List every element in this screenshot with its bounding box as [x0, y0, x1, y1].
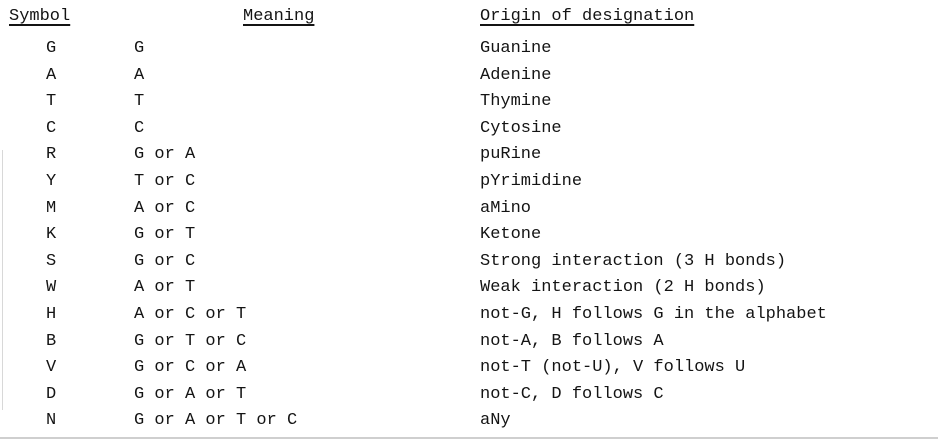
table-row: Y T or C pYrimidine [0, 169, 938, 196]
table-row: N G or A or T or C aNy [0, 408, 938, 435]
column-header-meaning: Meaning [243, 7, 315, 26]
symbol-cell: R [46, 145, 57, 165]
symbol-cell: B [46, 331, 57, 351]
table-row: K G or T Ketone [0, 222, 938, 249]
origin-cell: aNy [480, 411, 511, 431]
table-row: R G or A puRine [0, 142, 938, 169]
column-header-symbol: Symbol [9, 7, 71, 26]
table-row: D G or A or T not-C, D follows C [0, 382, 938, 409]
meaning-cell: G or A or T [134, 384, 247, 404]
origin-cell: Weak interaction (2 H bonds) [480, 278, 766, 298]
table-row: M A or C aMino [0, 196, 938, 223]
symbol-cell: Y [46, 171, 57, 191]
symbol-cell: W [46, 278, 57, 298]
symbol-cell: M [46, 198, 57, 218]
table-row: A A Adenine [0, 63, 938, 90]
table-row: V G or C or A not-T (not-U), V follows U [0, 355, 938, 382]
meaning-cell: G or T [134, 225, 196, 245]
origin-cell: not-A, B follows A [480, 331, 664, 351]
scan-edge-bottom [0, 437, 938, 439]
meaning-cell: G or T or C [134, 331, 247, 351]
symbol-cell: K [46, 225, 57, 245]
scan-edge-left [2, 150, 3, 410]
origin-cell: Thymine [480, 92, 552, 112]
table-row: C C Cytosine [0, 116, 938, 143]
origin-cell: Adenine [480, 65, 552, 85]
symbol-cell: N [46, 411, 57, 431]
origin-cell: Cytosine [480, 118, 562, 138]
table-row: B G or T or C not-A, B follows A [0, 329, 938, 356]
meaning-cell: A or C [134, 198, 196, 218]
meaning-cell: G or A or T or C [134, 411, 298, 431]
symbol-cell: H [46, 304, 57, 324]
table-row: H A or C or T not-G, H follows G in the … [0, 302, 938, 329]
table-row: G G Guanine [0, 36, 938, 63]
meaning-cell: G or C [134, 251, 196, 271]
symbol-cell: C [46, 118, 57, 138]
symbol-cell: D [46, 384, 57, 404]
origin-cell: not-G, H follows G in the alphabet [480, 304, 827, 324]
origin-cell: not-T (not-U), V follows U [480, 358, 746, 378]
meaning-cell: C [134, 118, 145, 138]
symbol-cell: A [46, 65, 57, 85]
origin-cell: Ketone [480, 225, 542, 245]
table-body: G G Guanine A A Adenine T T Thymine C C … [0, 36, 938, 435]
meaning-cell: T [134, 92, 145, 112]
meaning-cell: A or T [134, 278, 196, 298]
symbol-cell: S [46, 251, 57, 271]
meaning-cell: G or C or A [134, 358, 247, 378]
origin-cell: pYrimidine [480, 171, 583, 191]
meaning-cell: A or C or T [134, 304, 247, 324]
column-header-origin: Origin of designation [480, 7, 695, 26]
meaning-cell: G or A [134, 145, 196, 165]
origin-cell: not-C, D follows C [480, 384, 664, 404]
table-row: S G or C Strong interaction (3 H bonds) [0, 249, 938, 276]
table-row: W A or T Weak interaction (2 H bonds) [0, 275, 938, 302]
symbol-cell: G [46, 39, 57, 58]
origin-cell: Guanine [480, 39, 552, 58]
origin-cell: Strong interaction (3 H bonds) [480, 251, 787, 271]
meaning-cell: T or C [134, 171, 196, 191]
origin-cell: aMino [480, 198, 532, 218]
symbol-cell: T [46, 92, 57, 112]
table-row: T T Thymine [0, 89, 938, 116]
symbol-cell: V [46, 358, 57, 378]
meaning-cell: A [134, 65, 145, 85]
origin-cell: puRine [480, 145, 542, 165]
meaning-cell: G [134, 39, 145, 58]
